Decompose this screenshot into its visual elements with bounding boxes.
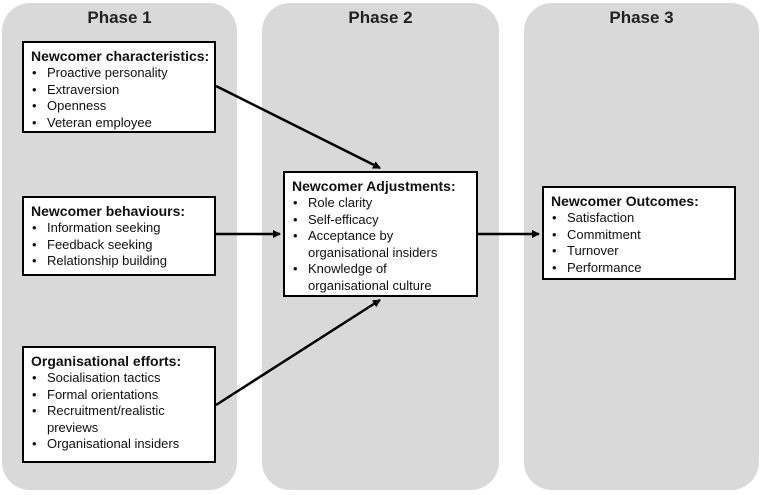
newcomer-characteristics-list: Proactive personality Extraversion Openn… <box>31 65 208 131</box>
organisational-efforts-list: Socialisation tactics Formal orientation… <box>31 370 208 453</box>
list-item: Formal orientations <box>31 387 208 404</box>
newcomer-outcomes-title: Newcomer Outcomes: <box>551 193 699 209</box>
newcomer-behaviours-list: Information seeking Feedback seeking Rel… <box>31 220 208 270</box>
list-item: Satisfaction <box>551 210 728 227</box>
list-item: Self-efficacy <box>292 212 470 229</box>
list-item: Relationship building <box>31 253 208 270</box>
newcomer-characteristics-box: Newcomer characteristics: Proactive pers… <box>22 41 216 133</box>
newcomer-adjustments-list: Role clarity Self-efficacy Acceptance by… <box>292 195 470 294</box>
list-item: Feedback seeking <box>31 237 208 254</box>
newcomer-behaviours-box: Newcomer behaviours: Information seeking… <box>22 196 216 276</box>
list-item: Recruitment/realistic previews <box>31 403 208 436</box>
list-item: Commitment <box>551 227 728 244</box>
list-item: Extraversion <box>31 82 208 99</box>
phase-3-title: Phase 3 <box>609 8 674 27</box>
list-item: Acceptance by organisational insiders <box>292 228 470 261</box>
newcomer-characteristics-title: Newcomer characteristics: <box>31 48 210 64</box>
list-item: Role clarity <box>292 195 470 212</box>
phase-1-title: Phase 1 <box>87 8 152 27</box>
list-item: Veteran employee <box>31 115 208 132</box>
list-item: Proactive personality <box>31 65 208 82</box>
list-item: Performance <box>551 260 728 277</box>
newcomer-behaviours-title: Newcomer behaviours: <box>31 203 186 219</box>
list-item: Openness <box>31 98 208 115</box>
list-item: Organisational insiders <box>31 436 208 453</box>
organisational-efforts-box: Organisational efforts: Socialisation ta… <box>22 346 216 463</box>
list-item: Information seeking <box>31 220 208 237</box>
list-item: Turnover <box>551 243 728 260</box>
newcomer-adjustments-title: Newcomer Adjustments: <box>292 178 456 194</box>
list-item: Knowledge of organisational culture <box>292 261 470 294</box>
newcomer-outcomes-box: Newcomer Outcomes: Satisfaction Commitme… <box>542 186 736 280</box>
phase-2-title: Phase 2 <box>348 8 413 27</box>
organisational-efforts-title: Organisational efforts: <box>31 353 182 369</box>
newcomer-adjustments-box: Newcomer Adjustments: Role clarity Self-… <box>283 171 478 297</box>
list-item: Socialisation tactics <box>31 370 208 387</box>
newcomer-outcomes-list: Satisfaction Commitment Turnover Perform… <box>551 210 728 276</box>
